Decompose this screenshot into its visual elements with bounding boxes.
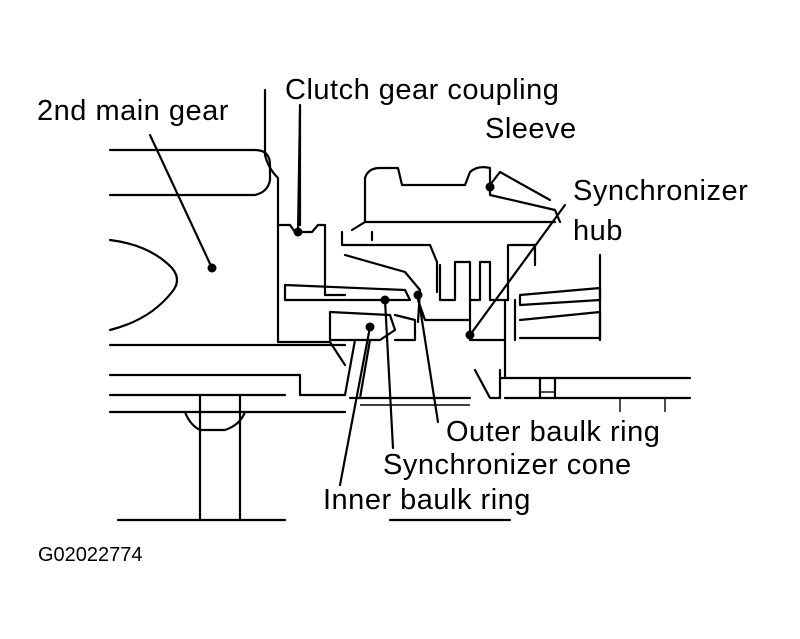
label-clutch-gear-coupling: Clutch gear coupling — [285, 74, 560, 106]
second-main-gear-outline — [108, 88, 347, 367]
main-shaft-outline — [108, 373, 692, 522]
leader-sleeve — [488, 170, 552, 202]
leader-second-main-gear — [148, 133, 214, 270]
label-outer-baulk-ring: Outer baulk ring — [446, 416, 661, 448]
dot-clutch-gear-coupling — [293, 227, 303, 237]
leader-lines — [148, 108, 567, 487]
leader-dots — [207, 182, 495, 340]
figure-code: G02022774 — [38, 544, 143, 566]
clutch-gear-coupling-outline — [276, 103, 347, 297]
dot-sleeve — [485, 182, 495, 192]
label-inner-baulk-ring: Inner baulk ring — [323, 484, 531, 516]
baulk-ring-and-cone-outline — [283, 253, 472, 400]
leader-inner-baulk-ring — [338, 325, 372, 487]
label-sleeve: Sleeve — [485, 113, 577, 145]
leader-synchronizer-hub — [468, 203, 567, 337]
label-second-main-gear: 2nd main gear — [37, 95, 229, 127]
dot-inner-baulk-ring — [365, 322, 375, 332]
label-synchronizer-hub-line2: hub — [573, 215, 623, 247]
leader-outer-baulk-ring — [416, 293, 440, 424]
sleeve-outline — [340, 166, 562, 294]
dot-second-main-gear — [207, 263, 217, 273]
dot-synchronizer-hub — [465, 330, 475, 340]
leader-synchronizer-cone — [383, 298, 395, 450]
label-synchronizer-cone: Synchronizer cone — [383, 449, 632, 481]
leader-clutch-gear-coupling — [296, 108, 302, 234]
synchronizer-hub-outline — [438, 243, 602, 400]
dot-outer-baulk-ring — [413, 290, 423, 300]
label-synchronizer-hub-line1: Synchronizer — [573, 175, 749, 207]
dot-synchronizer-cone — [380, 295, 390, 305]
